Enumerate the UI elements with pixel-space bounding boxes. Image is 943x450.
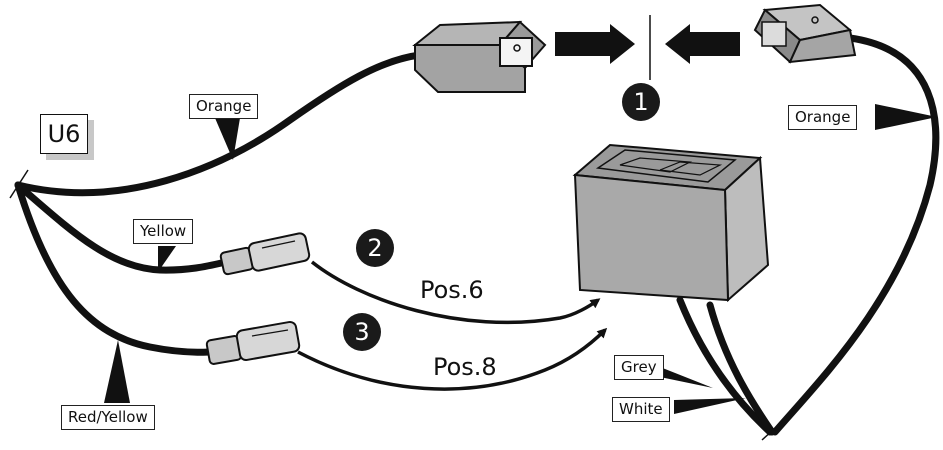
grey-pointer [660,367,713,388]
orange-left-label: Orange [189,94,259,119]
left-connector-housing [412,20,547,93]
pos6-arrow [310,260,601,325]
orange-right-pointer [875,104,937,130]
orange-wire-left [14,51,424,197]
white-pointer [674,398,746,414]
yellow-pointer [158,246,176,272]
harness-cut-mark [9,169,29,199]
relay-cut-mark [761,409,796,441]
step-3-badge: 3 [343,313,381,351]
red-yellow-pointer [104,340,130,403]
orange-right-label: Orange [788,105,858,130]
orange-wire-right [771,34,940,436]
yellow-label: Yellow [133,219,194,244]
pos8-label: Pos.8 [433,353,497,381]
relay-module [572,143,770,303]
red-yellow-label: Red/Yellow [61,405,155,430]
right-connector-housing [753,3,857,64]
join-arrow-left [555,24,635,64]
grey-label: Grey [614,355,664,380]
relay-leg-grey [676,296,774,436]
yellow-wire [14,181,249,274]
component-label-u6: U6 [40,114,88,154]
step-2-badge: 2 [356,229,394,267]
relay-leg-white [706,301,776,436]
white-label: White [612,397,670,422]
join-arrow-right [665,24,740,64]
pos6-label: Pos.6 [420,276,484,304]
yellow-wire-terminal [219,232,311,276]
pos8-arrow [297,327,608,391]
step-1-badge: 1 [622,83,660,121]
red-yellow-wire-terminal [205,320,301,365]
orange-left-pointer [215,118,240,160]
